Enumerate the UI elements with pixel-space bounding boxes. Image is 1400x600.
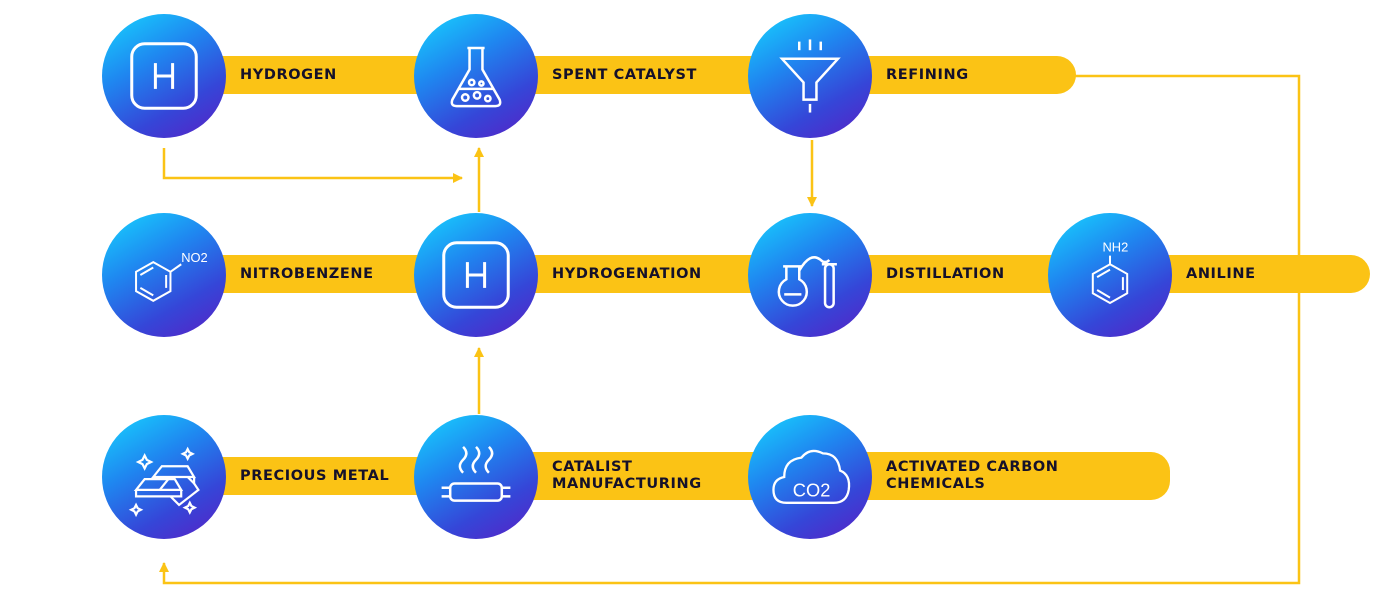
nitrobenzene-label: NITROBENZENE xyxy=(240,265,374,282)
catalyst-manufacturing-circle xyxy=(414,415,538,539)
aniline-icon: NH2 xyxy=(1067,239,1153,318)
hydrogen-h-icon xyxy=(121,33,207,119)
hydrogen-h-icon xyxy=(433,232,519,318)
node-aniline: ANILINE NH2 xyxy=(1048,213,1370,337)
catalyst-manufacturing-label: CATALIST MANUFACTURING xyxy=(552,459,702,492)
hydrogen-circle xyxy=(102,14,226,138)
nitrobenzene-formula: NO2 xyxy=(181,250,208,265)
co2-cloud-icon: CO2 xyxy=(767,434,853,520)
activated-carbon-label-pill: ACTIVATED CARBON CHEMICALS xyxy=(848,452,1170,500)
node-hydrogenation: HYDROGENATION xyxy=(414,213,808,337)
node-hydrogen: HYDROGEN xyxy=(102,14,445,138)
activated-carbon-circle: CO2 xyxy=(748,415,872,539)
hydrogen-label-pill: HYDROGEN xyxy=(202,56,445,94)
refining-label: REFINING xyxy=(886,66,969,83)
node-precious-metal: PRECIOUS METAL xyxy=(102,415,492,539)
activated-carbon-label: ACTIVATED CARBON CHEMICALS xyxy=(886,459,1059,492)
gold-bars-icon xyxy=(121,434,207,520)
connector-refining-return-loop xyxy=(159,74,1301,585)
node-activated-carbon: ACTIVATED CARBON CHEMICALS CO2 xyxy=(748,415,1170,539)
hydrogen-label: HYDROGEN xyxy=(240,66,337,83)
spent-catalyst-label: SPENT CATALYST xyxy=(552,66,697,83)
refining-label-pill: REFINING xyxy=(848,56,1076,94)
aniline-circle: NH2 xyxy=(1048,213,1172,337)
node-catalyst-manufacturing: CATALIST MANUFACTURING xyxy=(414,415,814,539)
node-spent-catalyst: SPENT CATALYST xyxy=(414,14,808,138)
nitrobenzene-icon: NO2 xyxy=(121,250,208,318)
node-refining: REFINING xyxy=(748,14,1076,138)
co2-formula: CO2 xyxy=(793,479,831,500)
funnel-icon xyxy=(767,33,853,119)
node-nitrobenzene: NITROBENZENE NO2 xyxy=(102,213,482,337)
distillation-circle xyxy=(748,213,872,337)
nitrobenzene-circle: NO2 xyxy=(102,213,226,337)
refining-circle xyxy=(748,14,872,138)
hydrogenation-label: HYDROGENATION xyxy=(552,265,702,282)
precious-metal-circle xyxy=(102,415,226,539)
distillation-glassware-icon xyxy=(767,232,853,318)
node-distillation: DISTILLATION xyxy=(748,213,1112,337)
flask-icon xyxy=(433,33,519,119)
distillation-label: DISTILLATION xyxy=(886,265,1005,282)
hydrogenation-circle xyxy=(414,213,538,337)
aniline-label-pill: ANILINE xyxy=(1148,255,1370,293)
aniline-formula: NH2 xyxy=(1102,239,1128,254)
spent-catalyst-circle xyxy=(414,14,538,138)
precious-metal-label: PRECIOUS METAL xyxy=(240,467,390,484)
aniline-label: ANILINE xyxy=(1186,265,1256,282)
heating-plate-icon xyxy=(433,434,519,520)
connector-hydrogen-to-hydrogenation-branch xyxy=(162,148,463,183)
